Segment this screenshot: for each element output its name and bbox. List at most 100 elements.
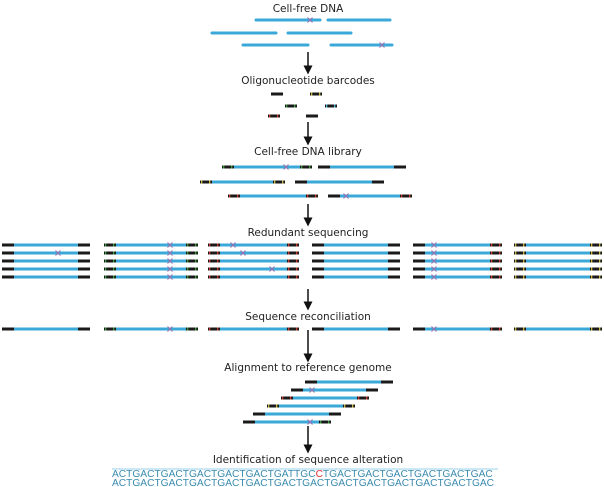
barcode-segment (209, 275, 211, 279)
barcode-segment (334, 104, 336, 108)
barcode-segment (515, 243, 517, 247)
barcode-base (413, 267, 425, 271)
barcode-segment (599, 275, 601, 279)
barcode-base (312, 251, 324, 255)
barcode (104, 275, 116, 279)
barcode-segment (113, 243, 115, 247)
barcode-segment (195, 275, 197, 279)
barcode-base (312, 243, 324, 247)
barcode-base (310, 92, 322, 96)
barcode (78, 267, 90, 271)
barcode-segment (11, 275, 13, 279)
barcode (285, 104, 297, 108)
mutation-mark (167, 250, 173, 256)
barcode-segment (237, 194, 239, 198)
step-label-sequence-reconciliation: Sequence reconciliation (245, 311, 371, 323)
barcode-segment (414, 243, 416, 247)
barcode-base (590, 251, 602, 255)
barcode-segment (187, 243, 189, 247)
barcode-segment (288, 243, 290, 247)
barcode-base (287, 267, 299, 271)
barcode (287, 243, 299, 247)
barcode-segment (390, 380, 392, 384)
barcode-segment (499, 267, 501, 271)
cell-free-dna-strands (210, 17, 394, 48)
mutation-mark (307, 17, 313, 23)
barcode-segment (367, 388, 369, 392)
barcode-segment (79, 327, 81, 331)
barcode (228, 194, 240, 198)
barcode-segment (313, 251, 315, 255)
barcode-segment (187, 275, 189, 279)
barcode-base (104, 251, 116, 255)
barcode (200, 180, 212, 184)
barcode-base (312, 275, 324, 279)
barcode-segment (288, 251, 290, 255)
barcode-segment (499, 275, 501, 279)
barcode (357, 396, 369, 400)
barcode-segment (321, 243, 323, 247)
barcode-segment (11, 327, 13, 331)
barcode-segment (523, 267, 525, 271)
barcode-segment (187, 259, 189, 263)
barcode (104, 267, 116, 271)
read-family (514, 243, 602, 279)
barcode (590, 251, 602, 255)
barcode (267, 404, 279, 408)
barcode-base (388, 327, 400, 331)
barcode-segment (422, 275, 424, 279)
barcode-base (514, 251, 526, 255)
mutation-mark (379, 42, 385, 48)
barcode-segment (280, 92, 282, 96)
barcode (413, 243, 425, 247)
barcode (186, 275, 198, 279)
barcode-base (343, 404, 355, 408)
barcode (514, 259, 526, 263)
barcode-segment (523, 275, 525, 279)
barcode-base (590, 243, 602, 247)
barcode-segment (422, 267, 424, 271)
barcode (2, 275, 14, 279)
barcode-segment (217, 275, 219, 279)
barcode-segment (217, 327, 219, 331)
barcode-base (295, 180, 307, 184)
barcode-base (200, 180, 212, 184)
barcode-base (413, 251, 425, 255)
barcode-base (104, 275, 116, 279)
barcode (186, 267, 198, 271)
barcode-segment (79, 275, 81, 279)
barcode (2, 259, 14, 263)
barcode-segment (389, 251, 391, 255)
barcode-segment (262, 412, 264, 416)
barcode-segment (414, 251, 416, 255)
barcode (319, 420, 331, 424)
barcode (222, 165, 234, 169)
barcode-base (287, 243, 299, 247)
barcode (78, 275, 90, 279)
barcode (490, 275, 502, 279)
barcode-base (388, 251, 400, 255)
barcode-segment (515, 259, 517, 263)
barcode-segment (523, 327, 525, 331)
barcode-base (208, 267, 220, 271)
barcode-segment (591, 251, 593, 255)
barcode-base (253, 412, 265, 416)
barcode (388, 251, 400, 255)
mutation-mark (167, 266, 173, 272)
barcode-base (186, 267, 198, 271)
barcode-segment (313, 243, 315, 247)
barcode-base (271, 92, 283, 96)
barcode (590, 243, 602, 247)
barcode (186, 243, 198, 247)
barcode (295, 180, 307, 184)
barcode-segment (223, 165, 225, 169)
barcode-base (388, 243, 400, 247)
barcode-segment (288, 327, 290, 331)
barcode-base (208, 259, 220, 263)
barcode (590, 267, 602, 271)
barcode-segment (491, 243, 493, 247)
barcode-segment (79, 251, 81, 255)
barcode (2, 267, 14, 271)
barcode-segment (300, 388, 302, 392)
barcode-segment (397, 267, 399, 271)
